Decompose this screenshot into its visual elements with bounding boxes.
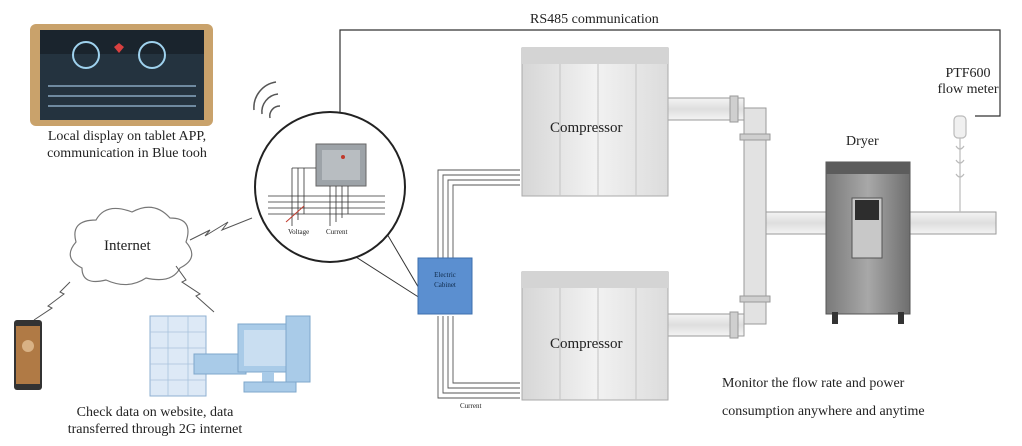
website-caption: Check data on website, data transferred …	[30, 404, 280, 438]
compressor-bottom	[521, 271, 669, 401]
compressor-bottom-label: Compressor	[550, 336, 623, 352]
flow-meter-icon	[953, 115, 967, 212]
dryer-label: Dryer	[846, 134, 879, 149]
compressor-top-label: Compressor	[550, 120, 623, 136]
power-meter-zoom	[254, 111, 421, 299]
cabinet-label-line1: Electric	[434, 271, 456, 279]
tablet-caption-line1: Local display on tablet APP,	[47, 129, 207, 144]
monitor-caption: Monitor the flow rate and power consumpt…	[722, 370, 925, 426]
tablet-icon	[30, 24, 213, 126]
internet-label: Internet	[104, 238, 151, 254]
cabinet-label: Electric Cabinet	[418, 270, 472, 290]
flow-meter-label-line1: PTF600	[945, 66, 991, 81]
tablet-caption: Local display on tablet APP, communicati…	[14, 128, 240, 162]
air-pipes	[667, 95, 997, 339]
electric-cabinet	[417, 257, 473, 315]
flow-meter-label-line2: flow meter	[937, 82, 999, 97]
current-bottom-label: Current	[460, 402, 482, 410]
tablet-caption-line2: communication in Blue tooh	[47, 146, 207, 161]
power-cables	[437, 169, 520, 399]
voltage-label: Voltage	[288, 228, 310, 236]
rs485-label: RS485 communication	[530, 12, 659, 27]
website-caption-line2: transferred through 2G internet	[67, 422, 243, 437]
cabinet-label-line2: Cabinet	[434, 281, 456, 289]
current-zoom-label: Current	[326, 228, 348, 236]
computer-icon	[149, 315, 311, 397]
wireless-waves-icon	[253, 81, 281, 119]
phone-icon	[14, 320, 42, 390]
compressor-top	[521, 47, 669, 197]
flow-meter-label: PTF600 flow meter	[918, 66, 1018, 98]
dryer-unit	[825, 161, 911, 324]
internet-cloud-icon	[69, 206, 193, 286]
website-caption-line1: Check data on website, data	[76, 405, 234, 420]
monitor-caption-line2: consumption anywhere and anytime	[722, 404, 925, 419]
signal-bolts	[33, 217, 253, 321]
monitor-caption-line1: Monitor the flow rate and power	[722, 376, 905, 391]
rs485-line	[339, 29, 1001, 152]
